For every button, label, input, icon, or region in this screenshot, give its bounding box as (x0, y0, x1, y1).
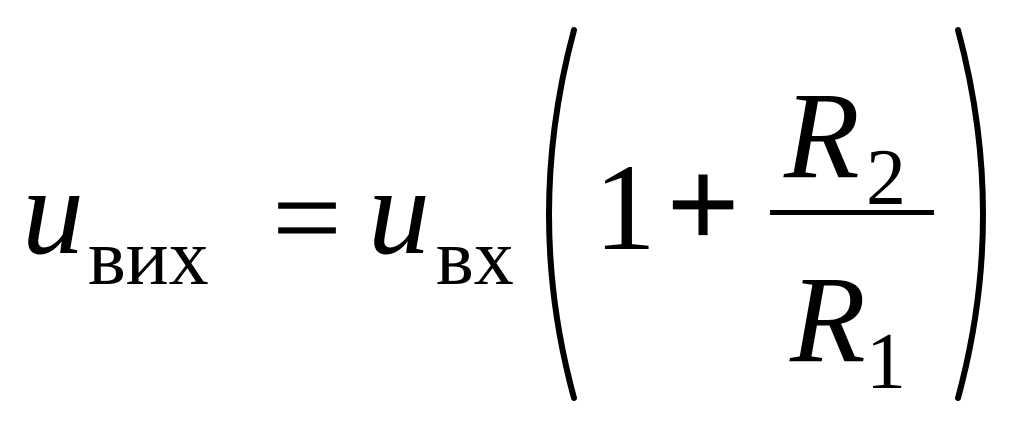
fraction-bar (770, 210, 934, 215)
plus-sign: + (666, 133, 741, 277)
right-parenthesis-stroke (955, 27, 986, 401)
output-voltage-subscript: вих (88, 214, 209, 302)
equals-sign: = (272, 149, 342, 286)
denominator-resistor-variable: R (790, 251, 866, 388)
denominator-resistor-subscript: 1 (866, 318, 906, 406)
input-voltage-variable: u (368, 143, 430, 280)
output-voltage-variable: u (22, 143, 84, 280)
constant-one: 1 (594, 139, 656, 276)
left-parenthesis-stroke (546, 27, 577, 401)
numerator-resistor-subscript: 2 (866, 134, 906, 222)
input-voltage-subscript: вх (436, 214, 514, 302)
numerator-resistor-variable: R (784, 67, 860, 204)
